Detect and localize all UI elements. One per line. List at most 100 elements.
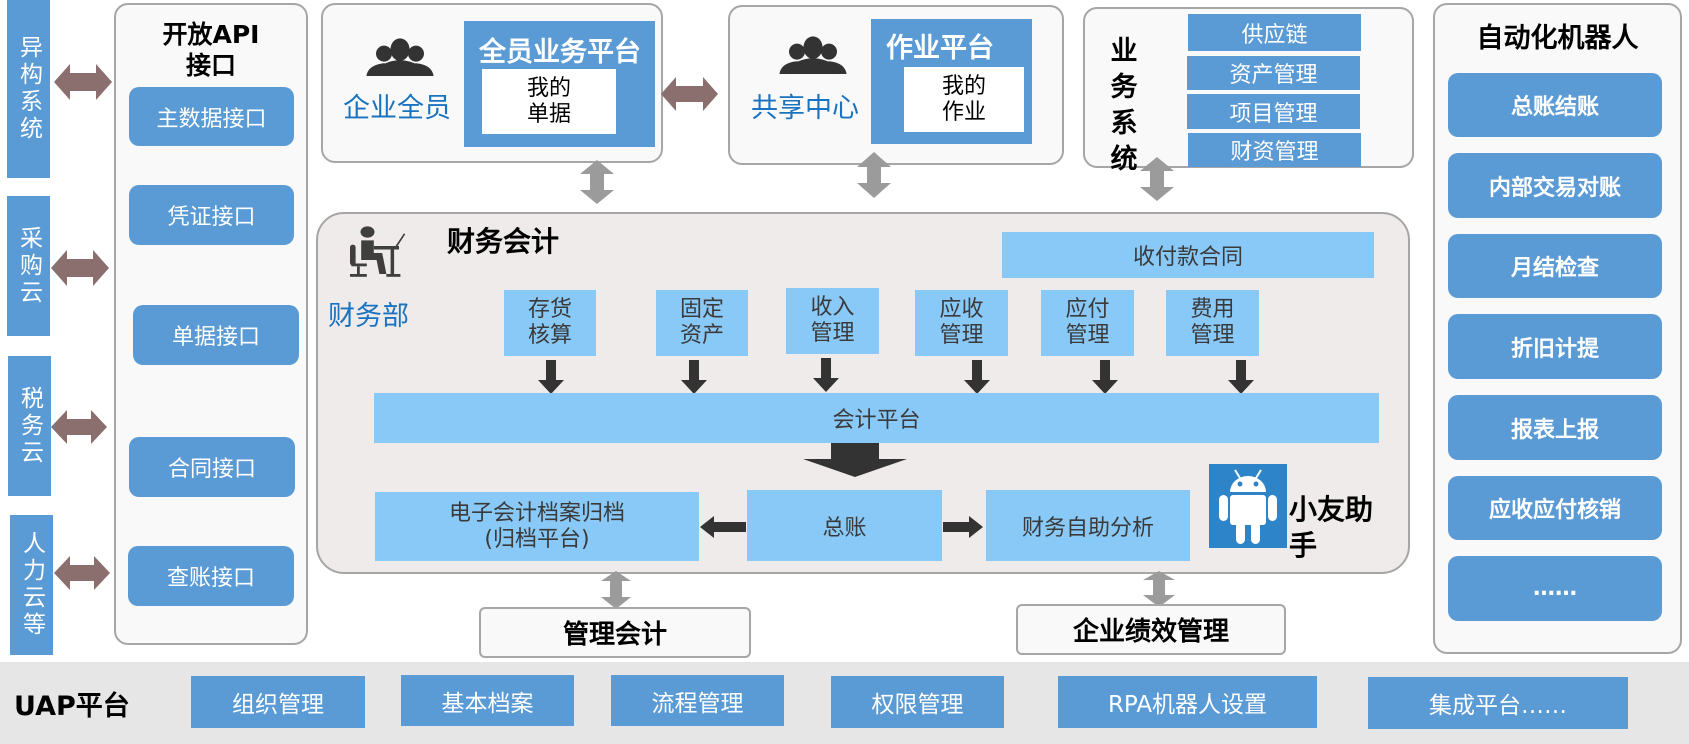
down-arrow-icon bbox=[1092, 360, 1118, 394]
my-tasks-box[interactable]: 我的 作业 bbox=[904, 67, 1024, 132]
people-group-icon bbox=[765, 34, 861, 82]
vertical-double-arrow-icon bbox=[1143, 571, 1175, 607]
uap-org-management-button[interactable]: 组织管理 bbox=[191, 676, 365, 728]
business-system-supply-chain[interactable]: 供应链 bbox=[1188, 14, 1361, 51]
business-system-label: 资产管理 bbox=[1229, 63, 1318, 88]
robot-gl-closing-button[interactable]: 总账结账 bbox=[1448, 73, 1662, 137]
down-arrow-icon bbox=[681, 360, 707, 394]
work-platform-title: 作业平台 bbox=[886, 33, 994, 64]
big-down-arrow-icon bbox=[803, 443, 907, 477]
performance-management-box[interactable]: 企业绩效管理 bbox=[1016, 604, 1286, 655]
down-arrow-icon bbox=[813, 358, 839, 392]
module-line2: 管理 bbox=[1190, 323, 1235, 348]
business-system-label: 财资管理 bbox=[1230, 140, 1319, 165]
module-line1: 费用 bbox=[1190, 297, 1235, 323]
module-revenue-management[interactable]: 收入管理 bbox=[786, 288, 879, 354]
my-documents-line1: 我的 bbox=[526, 75, 571, 101]
uap-permission-management-button[interactable]: 权限管理 bbox=[831, 676, 1004, 728]
uap-item-label: 基本档案 bbox=[441, 690, 534, 717]
uap-platform-title: UAP平台 bbox=[14, 691, 130, 722]
assistant-label: 小友助手 bbox=[1289, 493, 1374, 562]
archive-line1: 电子会计档案归档 bbox=[448, 500, 625, 526]
self-service-analysis-box[interactable]: 财务自助分析 bbox=[986, 490, 1190, 561]
robot-item-label: 报表上报 bbox=[1510, 417, 1599, 443]
module-line1: 应付 bbox=[1065, 297, 1110, 323]
robot-report-submission-button[interactable]: 报表上报 bbox=[1448, 395, 1662, 460]
electronic-archive-box[interactable]: 电子会计档案归档 (归档平台) bbox=[375, 492, 699, 561]
vertical-double-arrow-icon bbox=[580, 160, 614, 204]
uap-process-management-button[interactable]: 流程管理 bbox=[611, 675, 784, 726]
management-accounting-label: 管理会计 bbox=[562, 620, 667, 650]
external-system-label: 异构系统 bbox=[15, 35, 42, 143]
uap-rpa-settings-button[interactable]: RPA机器人设置 bbox=[1058, 676, 1317, 728]
double-arrow-icon bbox=[54, 556, 110, 590]
module-expense-management[interactable]: 费用管理 bbox=[1166, 290, 1259, 356]
payment-contract-bar[interactable]: 收付款合同 bbox=[1002, 232, 1374, 278]
module-inventory-accounting[interactable]: 存货核算 bbox=[504, 290, 596, 356]
external-system-label: 采购云 bbox=[15, 225, 42, 307]
vertical-double-arrow-icon bbox=[857, 152, 891, 198]
module-line2: 核算 bbox=[527, 323, 572, 348]
robot-item-label: …… bbox=[1533, 576, 1577, 601]
external-system-label: 人力云等 bbox=[18, 531, 45, 639]
general-ledger-label: 总账 bbox=[822, 515, 867, 541]
api-document-button[interactable]: 单据接口 bbox=[133, 305, 299, 365]
double-arrow-icon bbox=[661, 77, 718, 111]
api-master-data-button[interactable]: 主数据接口 bbox=[129, 87, 294, 146]
module-line1: 存货 bbox=[527, 297, 572, 323]
business-system-project-management[interactable]: 项目管理 bbox=[1187, 94, 1360, 129]
double-arrow-icon bbox=[51, 410, 107, 444]
external-system-procurement-cloud[interactable]: 采购云 bbox=[7, 196, 50, 336]
self-service-analysis-label: 财务自助分析 bbox=[1021, 515, 1154, 541]
work-platform[interactable]: 作业平台 我的 作业 bbox=[871, 19, 1032, 144]
module-fixed-assets[interactable]: 固定资产 bbox=[656, 290, 748, 356]
down-arrow-icon bbox=[538, 360, 564, 394]
api-item-label: 凭证接口 bbox=[167, 205, 256, 230]
robot-item-label: 内部交易对账 bbox=[1488, 175, 1621, 201]
automation-robot-title: 自动化机器人 bbox=[1476, 23, 1639, 54]
module-payables-management[interactable]: 应付管理 bbox=[1041, 290, 1134, 356]
api-item-label: 合同接口 bbox=[167, 457, 256, 482]
robot-item-label: 应收应付核销 bbox=[1488, 498, 1621, 523]
business-system-label: 项目管理 bbox=[1229, 101, 1318, 127]
my-tasks-line1: 我的 bbox=[941, 73, 986, 99]
down-arrow-icon bbox=[964, 360, 990, 394]
external-system-hr-cloud[interactable]: 人力云等 bbox=[10, 515, 53, 655]
api-item-label: 查账接口 bbox=[166, 566, 255, 591]
external-system-heterogeneous[interactable]: 异构系统 bbox=[7, 0, 50, 178]
vertical-double-arrow-icon bbox=[1140, 157, 1174, 201]
robot-month-end-check-button[interactable]: 月结检查 bbox=[1448, 234, 1662, 298]
robot-depreciation-button[interactable]: 折旧计提 bbox=[1448, 314, 1662, 379]
module-line1: 收入 bbox=[810, 295, 855, 321]
my-tasks-line2: 作业 bbox=[941, 99, 986, 125]
vertical-double-arrow-icon bbox=[601, 571, 631, 609]
module-receivables-management[interactable]: 应收管理 bbox=[915, 290, 1008, 356]
external-system-tax-cloud[interactable]: 税务云 bbox=[8, 356, 51, 496]
android-robot-icon[interactable] bbox=[1209, 464, 1287, 548]
robot-more-button[interactable]: …… bbox=[1448, 556, 1662, 621]
api-account-query-button[interactable]: 查账接口 bbox=[128, 546, 294, 606]
desk-worker-icon bbox=[350, 226, 406, 277]
api-voucher-button[interactable]: 凭证接口 bbox=[129, 185, 294, 245]
double-arrow-icon bbox=[54, 64, 112, 100]
robot-intercompany-reconciliation-button[interactable]: 内部交易对账 bbox=[1448, 153, 1662, 218]
business-systems-title: 业务系统 bbox=[1110, 36, 1138, 175]
accounting-platform-bar[interactable]: 会计平台 bbox=[374, 393, 1379, 443]
external-system-label: 税务云 bbox=[16, 385, 43, 467]
uap-integration-platform-button[interactable]: 集成平台…… bbox=[1368, 677, 1628, 729]
robot-item-label: 折旧计提 bbox=[1510, 336, 1599, 362]
double-arrow-icon bbox=[51, 250, 109, 286]
general-ledger-box[interactable]: 总账 bbox=[747, 490, 942, 561]
left-arrow-icon bbox=[700, 516, 746, 538]
employee-platform[interactable]: 全员业务平台 我的 单据 bbox=[464, 21, 655, 147]
business-system-asset-management[interactable]: 资产管理 bbox=[1187, 56, 1360, 90]
module-line2: 管理 bbox=[1065, 323, 1110, 348]
robot-ar-ap-writeoff-button[interactable]: 应收应付核销 bbox=[1448, 476, 1662, 540]
api-contract-button[interactable]: 合同接口 bbox=[129, 437, 295, 497]
business-system-treasury-management[interactable]: 财资管理 bbox=[1188, 133, 1361, 167]
my-documents-box[interactable]: 我的 单据 bbox=[482, 69, 616, 134]
uap-basic-archives-button[interactable]: 基本档案 bbox=[401, 675, 574, 726]
management-accounting-box[interactable]: 管理会计 bbox=[479, 607, 751, 658]
employee-platform-title: 全员业务平台 bbox=[479, 37, 639, 68]
shared-center-role-label: 共享中心 bbox=[751, 93, 859, 124]
